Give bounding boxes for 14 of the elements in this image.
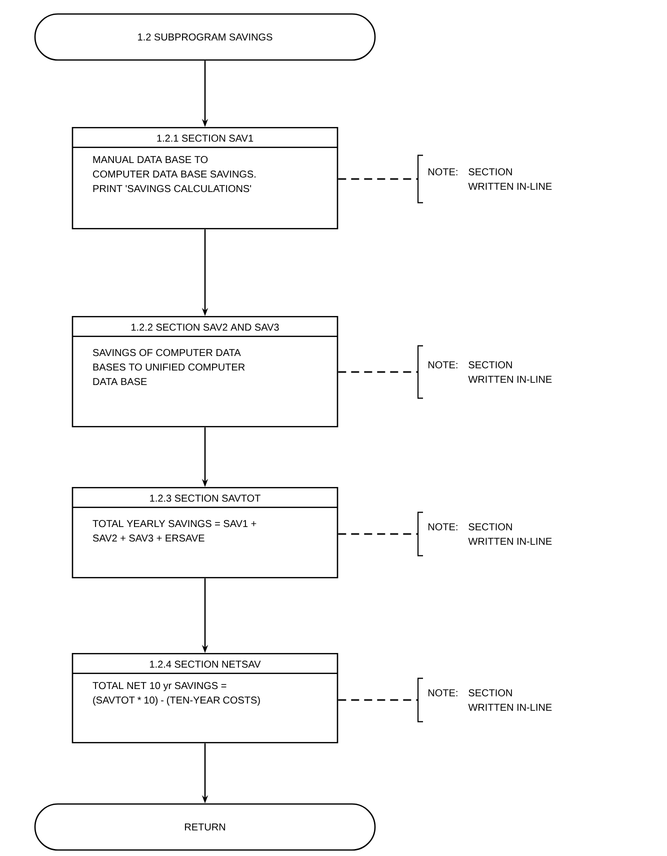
terminator: RETURN [34,803,376,851]
process-box: 1.2.2 SECTION SAV2 AND SAV3 SAVINGS OF COMPUTER DATA BASES TO UNIFIED COMPUTER DATA BASE [72,316,338,428]
dashed-connector [338,371,418,373]
dashed-connector [338,533,418,535]
note-bracket: NOTE: SECTION WRITTEN IN-LINE [417,512,552,556]
note-bracket: NOTE: SECTION WRITTEN IN-LINE [417,345,552,399]
dashed-connector [338,178,418,180]
process-box: 1.2.4 SECTION NETSAV TOTAL NET 10 yr SAVINGS = (SAVTOT * 10) - (TEN-YEAR COSTS) [72,653,338,744]
process-box: 1.2.1 SECTION SAV1 MANUAL DATA BASE TO COMPUTER DATA BASE SAVINGS. PRINT 'SAVINGS CALCULATIONS' [72,127,338,230]
note-bracket: NOTE: SECTION WRITTEN IN-LINE [417,154,552,204]
process-box: 1.2.3 SECTION SAVTOT TOTAL YEARLY SAVINGS = SAV1 + SAV2 + SAV3 + ERSAVE [72,487,338,578]
dashed-connector [338,699,418,701]
note-bracket: NOTE: SECTION WRITTEN IN-LINE [417,678,552,722]
terminator: 1.2 SUBPROGRAM SAVINGS [34,13,376,61]
